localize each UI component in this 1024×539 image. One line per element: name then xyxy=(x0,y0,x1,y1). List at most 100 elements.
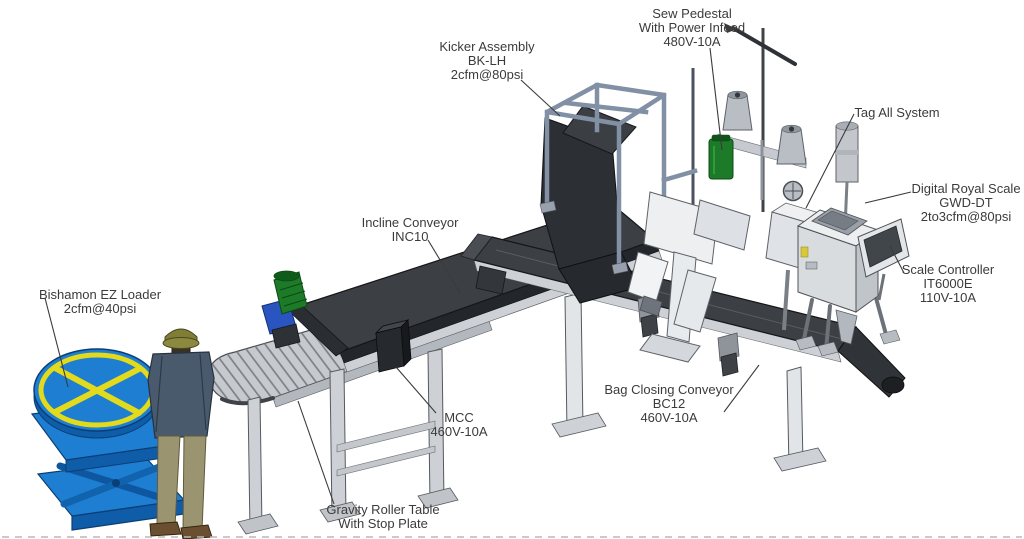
label-digital-royal-scale: Digital Royal Scale GWD-DT 2to3cfm@80psi xyxy=(911,182,1020,224)
leader-lines xyxy=(44,23,912,505)
label-line: BK-LH xyxy=(467,53,507,68)
label-incline-conveyor: Incline Conveyor INC10 xyxy=(362,216,459,244)
label-gravity-roller-table: Gravity Roller Table With Stop Plate xyxy=(326,503,439,531)
bc-hanger-box xyxy=(640,313,659,338)
kicker-frame-foot xyxy=(611,261,629,275)
motor-cap xyxy=(273,270,300,282)
scissor-pivot xyxy=(112,479,120,487)
motor-fins xyxy=(279,282,308,307)
controller-screen xyxy=(863,225,903,268)
dust-cylinder-top xyxy=(835,121,859,131)
label-line: With Stop Plate xyxy=(338,516,428,531)
bc-left-endcap xyxy=(460,233,493,261)
bc-drive-box xyxy=(475,265,507,295)
bc-hanger-box xyxy=(720,352,739,377)
worker-shoe xyxy=(149,521,182,537)
kicker-frame-diagonal xyxy=(563,100,649,115)
tag-all-stand xyxy=(782,269,790,331)
mcc-enclosure xyxy=(375,326,405,373)
label-line: 2to3cfm@80psi xyxy=(920,209,1012,224)
bc-end-roller xyxy=(881,376,905,394)
worker-arm-seams xyxy=(155,353,207,433)
bc-leg xyxy=(564,292,584,433)
leader-kicker-assembly xyxy=(520,79,561,117)
label-line: 2cfm@40psi xyxy=(63,301,137,316)
hard-hat-brim xyxy=(162,337,200,349)
turntable-cross-band xyxy=(52,366,142,415)
label-line: BC12 xyxy=(652,396,686,411)
leader-gravity-roller-table xyxy=(297,400,335,505)
scale-leg-foot xyxy=(795,335,817,351)
bc-leg-foot xyxy=(551,412,607,438)
thread-cone xyxy=(722,94,753,131)
label-bag-closing-conveyor: Bag Closing Conveyor BC12 460V-10A xyxy=(604,383,733,425)
scale-leg-foot xyxy=(817,341,839,357)
label-line: With Power Infeed xyxy=(638,20,746,35)
tag-all-graphic xyxy=(765,121,859,331)
label-line: 480V-10A xyxy=(663,34,721,49)
worker-leg xyxy=(182,435,207,531)
leader-incline-conveyor xyxy=(427,239,461,294)
scale-discharge-spout xyxy=(835,309,858,345)
leader-digital-royal-scale xyxy=(864,191,912,204)
leader-bag-closing-conveyor xyxy=(723,364,760,413)
label-line: INC10 xyxy=(391,229,429,244)
scale-body-front xyxy=(797,225,857,313)
kicker-frame-posts xyxy=(544,82,667,270)
incline-leg-foot xyxy=(319,501,361,523)
label-kicker-assembly: Kicker Assembly BK-LH 2cfm@80psi xyxy=(439,40,534,82)
digital-royal-scale-graphic xyxy=(795,207,910,357)
thread-cone-hole xyxy=(734,92,741,98)
leader-bishamon xyxy=(44,297,69,388)
label-line: Incline Conveyor xyxy=(361,215,459,230)
pedestal-foot xyxy=(639,333,701,363)
scale-legs xyxy=(801,296,889,352)
label-line: Sew Pedestal xyxy=(652,6,732,21)
worker-torso xyxy=(147,351,215,439)
label-line: MCC xyxy=(444,410,474,425)
label-line: IT6000E xyxy=(923,276,973,291)
leader-sew-pedestal xyxy=(709,47,723,151)
leader-arrowhead xyxy=(724,23,737,33)
bag-gripper xyxy=(639,295,663,317)
label-line: Bag Closing Conveyor xyxy=(604,382,734,397)
label-line: Bishamon EZ Loader xyxy=(38,287,162,302)
label-line: Digital Royal Scale xyxy=(911,181,1021,196)
label-line: Gravity Roller Table xyxy=(326,502,440,517)
label-line: 460V-10A xyxy=(640,410,698,425)
label-line: GWD-DT xyxy=(939,195,993,210)
label-bishamon-ez-loader: Bishamon EZ Loader 2cfm@40psi xyxy=(39,288,161,316)
leg-brace xyxy=(336,420,436,453)
kicker-assembly-graphic xyxy=(539,68,698,304)
scale-warning-label xyxy=(800,246,809,258)
thread-stand-boom xyxy=(731,26,797,66)
table-leg-foot xyxy=(237,513,279,535)
label-line: 2cfm@80psi xyxy=(450,67,524,82)
controller-stand xyxy=(877,273,886,301)
incline-leg-foot xyxy=(417,487,459,509)
stop-plate-edge xyxy=(220,396,275,406)
scale-panel-plate xyxy=(805,261,818,270)
label-tag-all-system: Tag All System xyxy=(854,106,939,120)
bc-leg-foot xyxy=(773,447,827,472)
scale-leg-foot xyxy=(879,329,901,345)
label-line: Tag All System xyxy=(854,105,940,120)
label-line: Scale Controller xyxy=(901,262,995,277)
scale-hopper-opening xyxy=(817,210,859,231)
dust-cylinder-band xyxy=(836,150,858,155)
thread-cone-hole xyxy=(788,126,795,132)
sewing-head-arm xyxy=(693,199,751,251)
label-scale-controller: Scale Controller IT6000E 110V-10A xyxy=(902,263,995,305)
thread-cone xyxy=(776,128,807,165)
table-leg xyxy=(247,396,263,532)
leader-mcc xyxy=(395,366,437,414)
handwheel-spokes xyxy=(785,183,801,199)
label-line: 460V-10A xyxy=(430,424,488,439)
scale-controller-graphic xyxy=(857,218,910,301)
leader-scale-controller xyxy=(889,245,905,274)
bag-clamp-arm xyxy=(673,269,717,333)
kicker-frame-foot xyxy=(539,200,557,214)
label-mcc: MCC 460V-10A xyxy=(430,411,487,439)
label-sew-pedestal: Sew Pedestal With Power Infeed 480V-10A xyxy=(639,7,745,49)
